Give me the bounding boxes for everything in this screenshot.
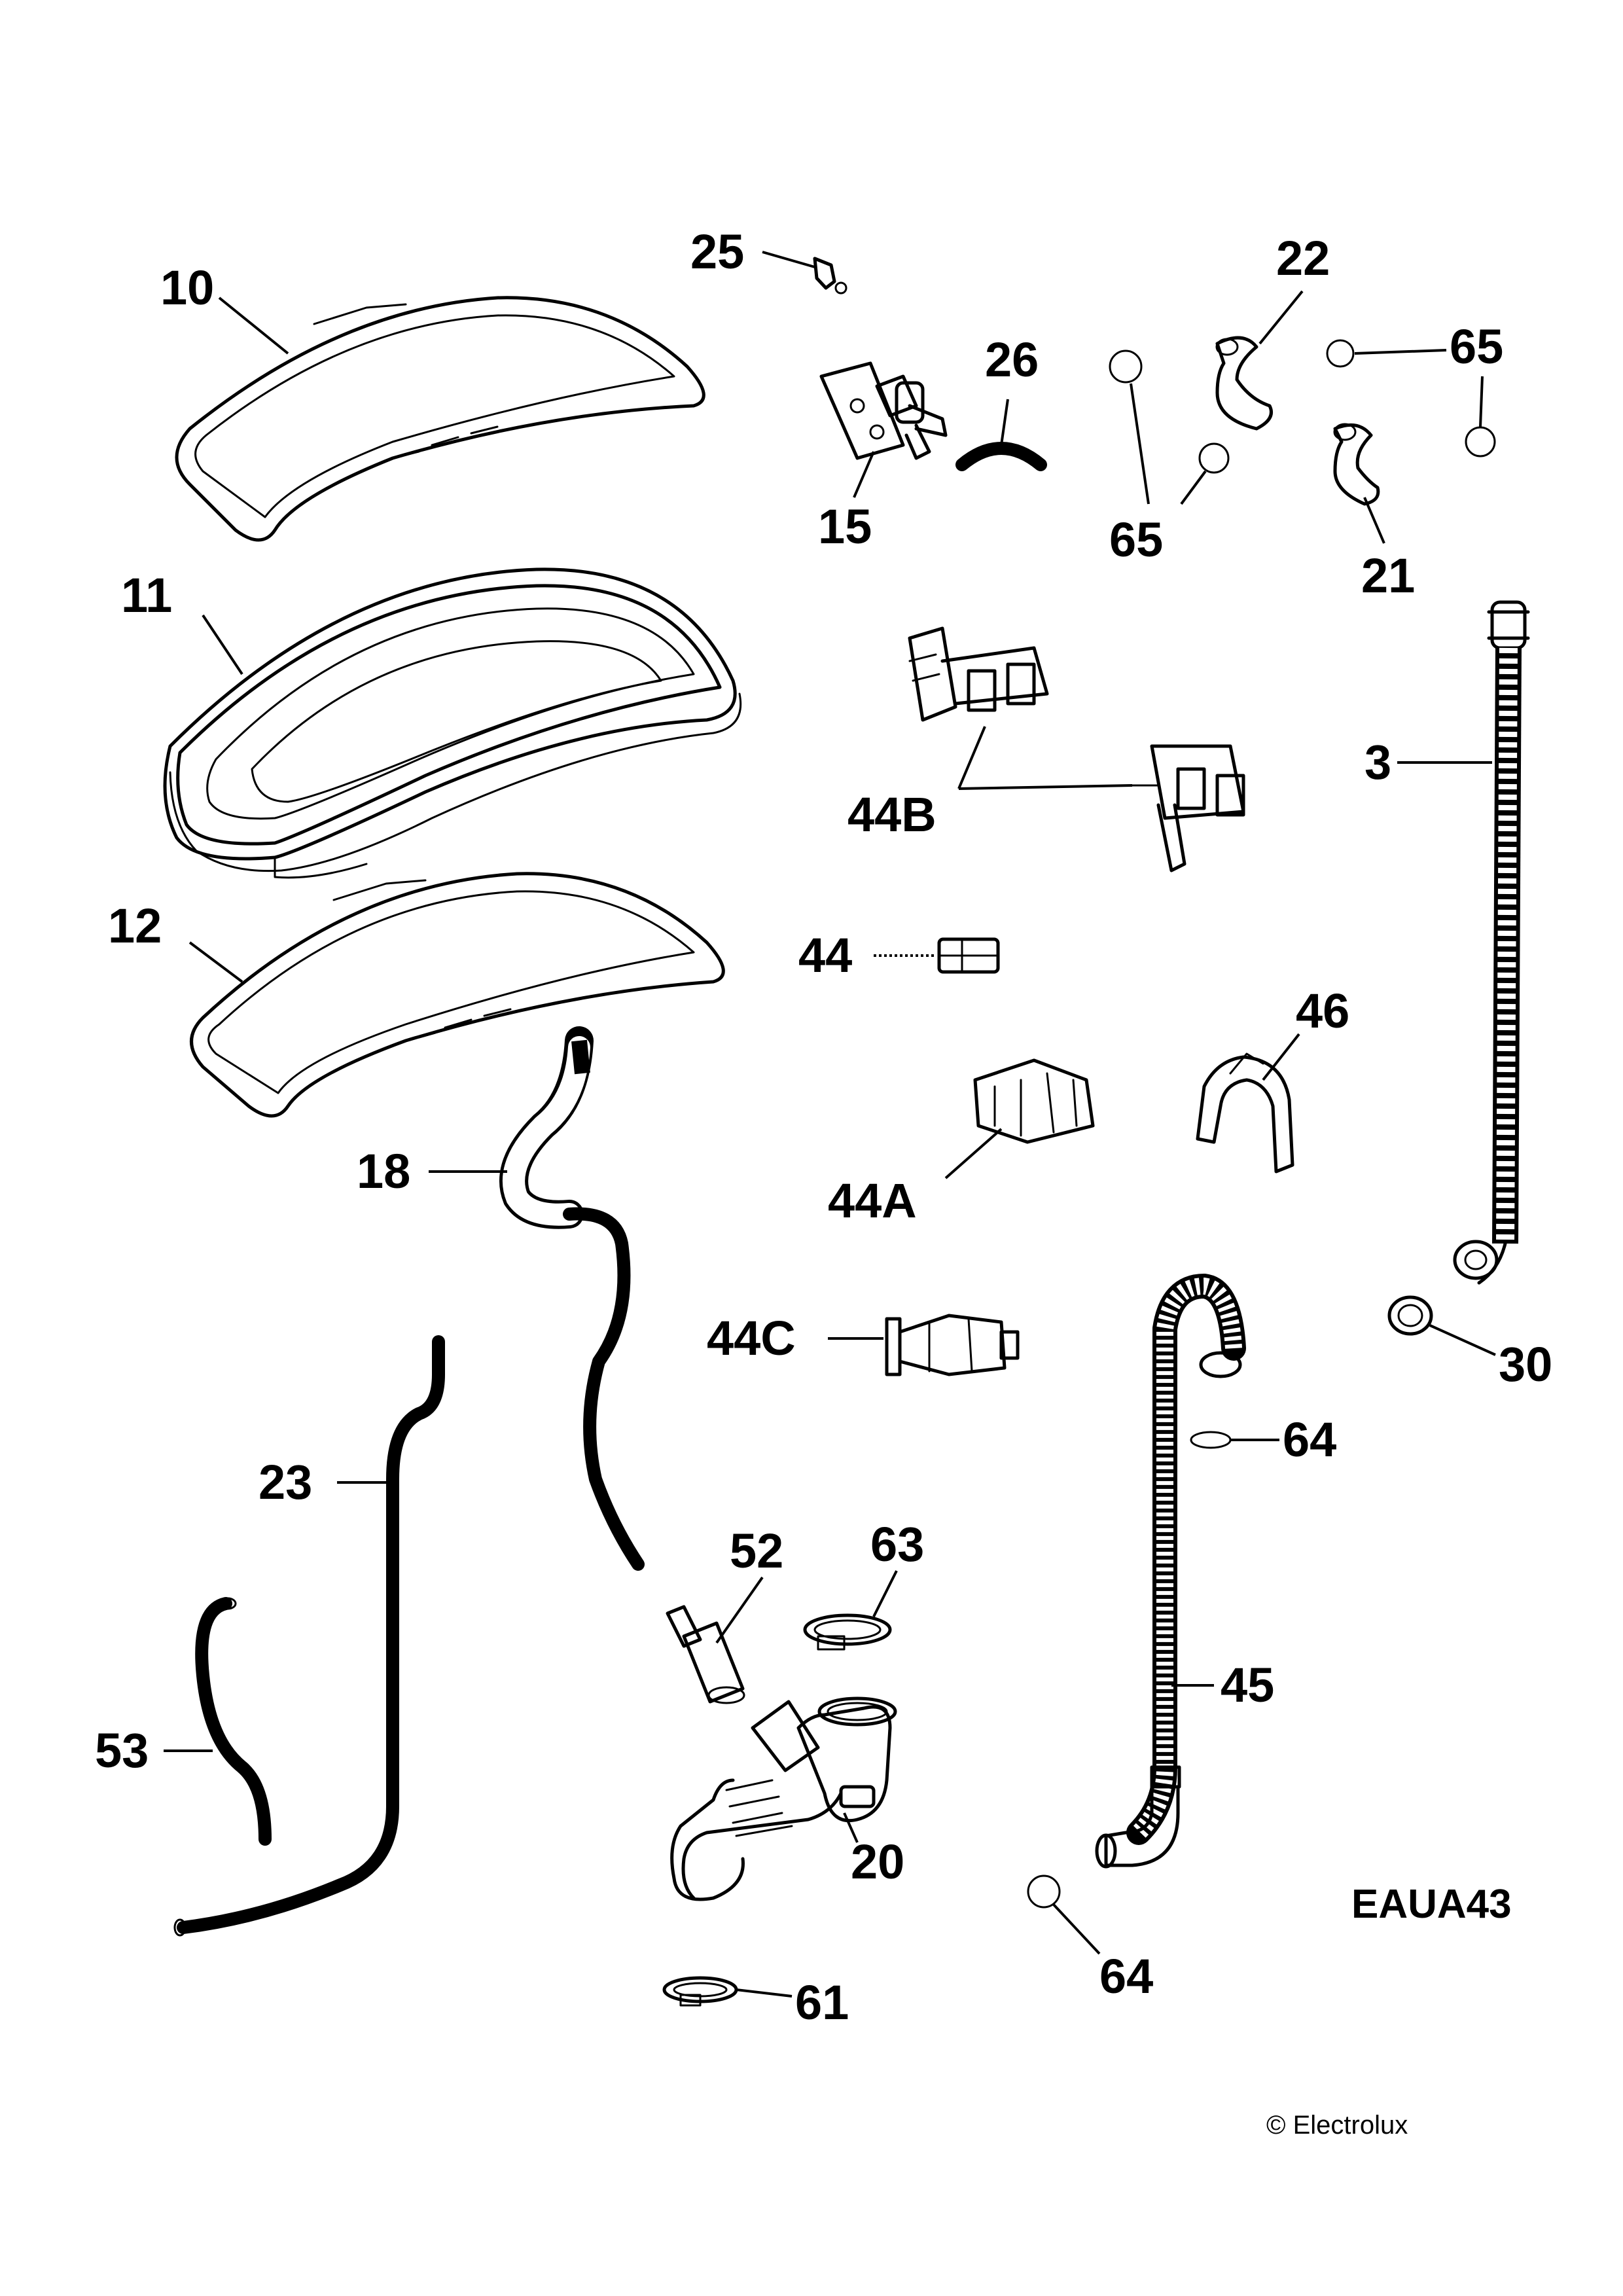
part-10-seal-ring (175, 296, 705, 542)
label-part-53: 53 (95, 1723, 149, 1778)
label-part-20: 20 (851, 1835, 904, 1889)
drawing-code: EAUA43 (1351, 1882, 1512, 1927)
label-part-15: 15 (818, 499, 872, 554)
label-part-64: 64 (1283, 1412, 1336, 1467)
label-part-44a: 44A (828, 1174, 917, 1228)
part-22-s-hose (1215, 336, 1273, 431)
part-44c-connector (885, 1314, 1020, 1376)
label-part-26: 26 (985, 332, 1039, 387)
part-25-screw (813, 257, 847, 295)
label-part-11: 11 (121, 568, 172, 622)
label-part-25: 25 (690, 224, 744, 279)
part-65-clamp-d (1465, 426, 1496, 457)
part-23-long-hose (173, 1335, 445, 1937)
label-part-12: 12 (108, 899, 162, 953)
part-65-clamp-c (1326, 339, 1355, 368)
label-part-44b: 44B (847, 787, 936, 842)
part-26-short-hose (955, 442, 1047, 471)
part-20-drain-pipe (670, 1696, 897, 1901)
label-part-30: 30 (1499, 1337, 1552, 1391)
part-46-u-bracket (1196, 1052, 1294, 1174)
label-part-18: 18 (357, 1144, 410, 1198)
part-44-clip (937, 937, 1000, 974)
label-part-22: 22 (1276, 231, 1330, 285)
part-53-short-hose (195, 1597, 272, 1846)
part-52-nozzle (666, 1605, 745, 1704)
part-44b-clip-bracket-a (908, 626, 1049, 722)
part-3-inlet-hose (1453, 600, 1530, 1285)
label-part-64: 64 (1099, 1949, 1153, 2003)
part-65-clamp-b (1198, 442, 1230, 474)
part-64-clamp-a (1190, 1431, 1232, 1449)
label-part-10: 10 (160, 260, 214, 315)
part-30-nut (1387, 1295, 1433, 1336)
label-part-63: 63 (870, 1517, 924, 1571)
label-part-44c: 44C (707, 1311, 796, 1365)
part-15-valve-bracket (819, 361, 948, 460)
part-12-seal-ring (190, 872, 725, 1118)
label-part-23: 23 (259, 1455, 312, 1509)
part-44b-clip-bracket-b (1124, 744, 1245, 872)
label-part-52: 52 (730, 1524, 783, 1578)
part-21-s-hose (1333, 423, 1380, 506)
label-part-3: 3 (1364, 735, 1391, 789)
label-part-44: 44 (798, 928, 852, 982)
label-part-65: 65 (1109, 512, 1163, 567)
part-61-ring-clamp (662, 1976, 738, 2007)
part-63-ring-clamp (803, 1613, 892, 1651)
part-18-drain-hose (499, 1026, 645, 1571)
part-44a-clip (973, 1058, 1095, 1144)
copyright-notice: © Electrolux (1266, 2111, 1408, 2140)
part-65-clamp-a (1109, 350, 1143, 384)
label-part-61: 61 (795, 1975, 849, 2030)
label-part-21: 21 (1361, 548, 1415, 603)
part-45-corrugated-hose (1095, 1273, 1246, 1869)
part-64-clamp-b (1027, 1874, 1061, 1909)
label-part-65: 65 (1450, 319, 1503, 374)
part-11-door-frame (163, 567, 742, 879)
label-part-46: 46 (1296, 984, 1349, 1038)
label-part-45: 45 (1221, 1658, 1274, 1712)
